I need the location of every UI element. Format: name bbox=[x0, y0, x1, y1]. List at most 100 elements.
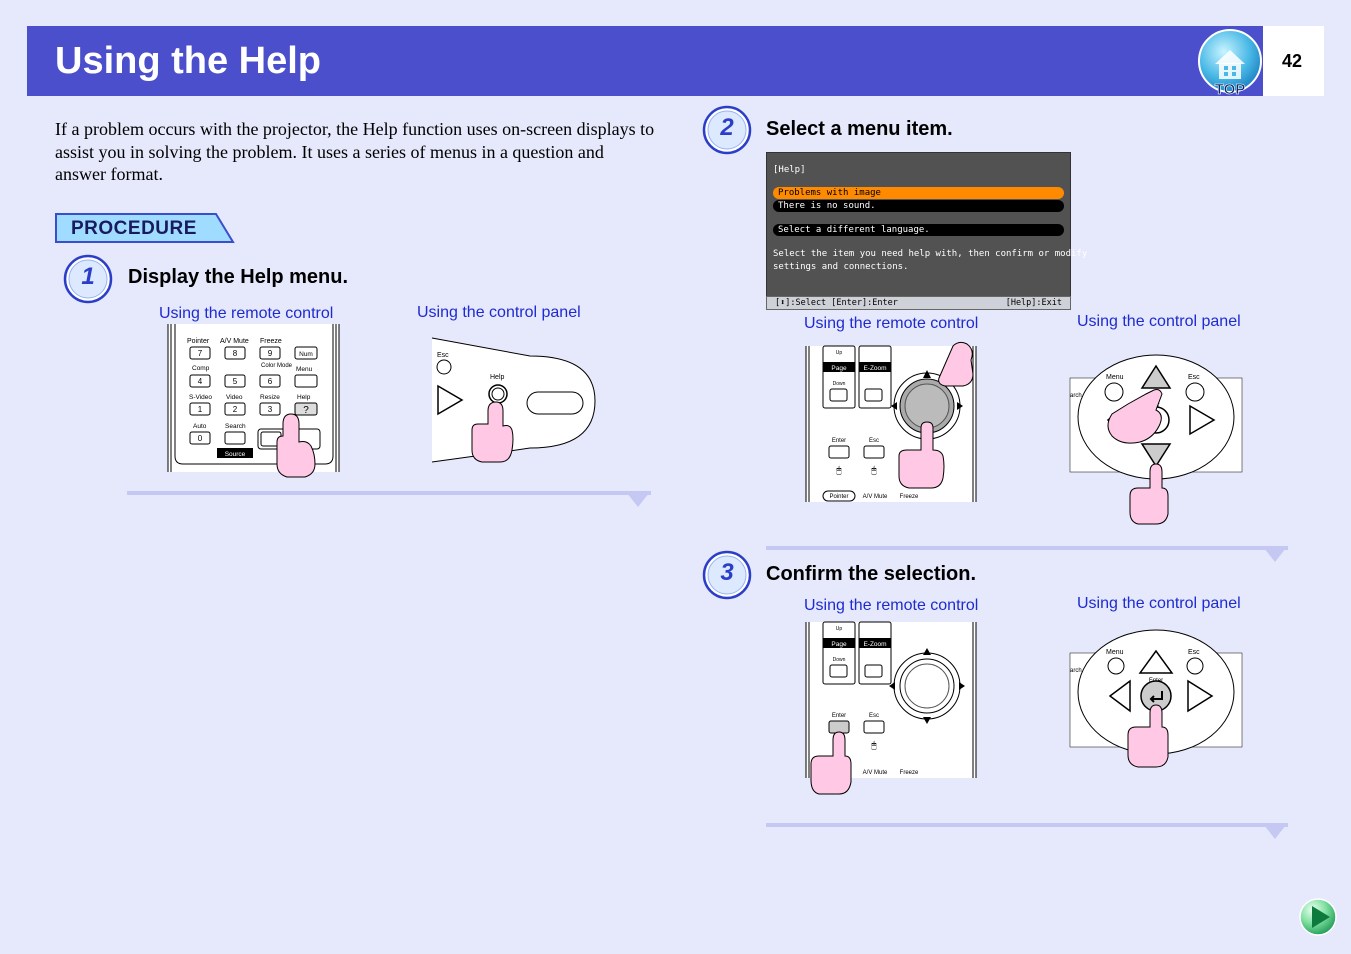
svg-text:Video: Video bbox=[226, 394, 243, 401]
help-menu-heading: [Help] bbox=[773, 165, 806, 175]
svg-text:Up: Up bbox=[836, 626, 843, 632]
procedure-label: PROCEDURE bbox=[71, 218, 197, 239]
svg-text:Auto: Auto bbox=[193, 423, 207, 430]
step-2-panel-link[interactable]: Using the control panel bbox=[1077, 313, 1241, 330]
intro-paragraph: If a problem occurs with the projector, … bbox=[55, 119, 655, 184]
step-3-badge bbox=[702, 550, 752, 600]
help-menu-item-2[interactable]: There is no sound. bbox=[778, 201, 876, 211]
svg-text:Page: Page bbox=[831, 641, 847, 648]
svg-text:0: 0 bbox=[198, 434, 203, 443]
status-right: [Help]:Exit bbox=[1005, 298, 1062, 308]
status-left: [⬍]:Select [Enter]:Enter bbox=[775, 298, 898, 308]
svg-text:8: 8 bbox=[233, 349, 238, 358]
svg-text:Freeze: Freeze bbox=[900, 494, 919, 500]
step-1-badge bbox=[63, 254, 113, 304]
page-number-box bbox=[1263, 26, 1324, 96]
help-menu-screen: [Help] Problems with image There is no s… bbox=[766, 152, 1087, 310]
step-3-title: Confirm the selection. bbox=[766, 563, 977, 585]
step-2-divider bbox=[766, 546, 1288, 562]
svg-text:arch: arch bbox=[1070, 668, 1082, 674]
svg-text:4: 4 bbox=[198, 377, 203, 386]
next-page-arrow-icon[interactable] bbox=[1298, 897, 1338, 937]
help-menu-instruction: Select the item you need help with, then… bbox=[773, 249, 1088, 259]
svg-text:Help: Help bbox=[490, 374, 505, 381]
svg-text:2: 2 bbox=[233, 405, 238, 414]
svg-text:A/V Mute: A/V Mute bbox=[863, 770, 888, 776]
svg-text:Pointer: Pointer bbox=[829, 494, 848, 500]
svg-text:3: 3 bbox=[268, 405, 273, 414]
svg-text:Page: Page bbox=[831, 365, 847, 372]
svg-text:Pointer: Pointer bbox=[187, 338, 210, 345]
svg-text:1: 1 bbox=[198, 405, 203, 414]
svg-text:E-Zoom: E-Zoom bbox=[863, 365, 886, 372]
svg-text:Menu: Menu bbox=[1106, 649, 1124, 656]
step-1-panel-link[interactable]: Using the control panel bbox=[417, 304, 581, 321]
help-item-bar[interactable] bbox=[773, 224, 1064, 236]
svg-text:Menu: Menu bbox=[296, 366, 313, 373]
svg-text:Resize: Resize bbox=[260, 394, 280, 401]
help-menu-item-3[interactable]: Select a different language. bbox=[778, 225, 930, 235]
help-status-bar: [⬍]:Select [Enter]:Enter [Help]:Exit bbox=[766, 296, 1071, 310]
svg-text:S-Video: S-Video bbox=[189, 394, 212, 401]
step-2-remote-illustration: Up Page Down E-Zoom Enter Esc 🖱 🖱 Pointe… bbox=[805, 341, 977, 502]
svg-text:E-Zoom: E-Zoom bbox=[863, 641, 886, 648]
procedure-tag bbox=[55, 213, 235, 243]
svg-text:🖱: 🖱 bbox=[871, 740, 877, 750]
svg-text:🖱: 🖱 bbox=[871, 465, 877, 475]
svg-text:Enter: Enter bbox=[832, 438, 846, 444]
step-1-divider bbox=[127, 491, 651, 507]
help-menu-item-1[interactable]: Problems with image bbox=[778, 188, 881, 198]
svg-text:Num: Num bbox=[299, 351, 313, 358]
svg-text:Comp: Comp bbox=[192, 365, 210, 372]
svg-text:Help: Help bbox=[297, 394, 311, 401]
svg-text:A/V Mute: A/V Mute bbox=[220, 338, 249, 345]
step-3-panel-link[interactable]: Using the control panel bbox=[1077, 595, 1241, 612]
svg-text:Down: Down bbox=[833, 381, 846, 387]
help-menu-instruction: settings and connections. bbox=[773, 262, 909, 272]
svg-text:5: 5 bbox=[233, 377, 238, 386]
step-1-remote-link[interactable]: Using the remote control bbox=[159, 305, 334, 322]
svg-text:arch: arch bbox=[1070, 393, 1082, 399]
svg-text:Esc: Esc bbox=[1188, 374, 1200, 381]
help-item-bar[interactable] bbox=[773, 200, 1064, 212]
svg-text:Menu: Menu bbox=[1106, 374, 1124, 381]
svg-text:Search: Search bbox=[225, 423, 246, 430]
top-home-icon[interactable]: TOP bbox=[1197, 28, 1263, 96]
svg-text:Esc: Esc bbox=[869, 438, 879, 444]
svg-text:🖱: 🖱 bbox=[836, 465, 842, 475]
step-1-number: 1 bbox=[81, 263, 95, 290]
step-2-title: Select a menu item. bbox=[766, 118, 953, 140]
step-1-remote-illustration: Pointer A/V Mute Freeze 7 8 9 Num Comp C… bbox=[167, 324, 340, 478]
svg-text:Down: Down bbox=[833, 657, 846, 663]
step-3-remote-link[interactable]: Using the remote control bbox=[804, 597, 979, 614]
svg-text:Esc: Esc bbox=[437, 352, 449, 359]
step-3-remote-illustration: Up Page Down E-Zoom Enter Esc 🖱 A/V Mute… bbox=[805, 621, 977, 795]
svg-text:Color Mode: Color Mode bbox=[261, 363, 293, 369]
step-3-divider bbox=[766, 823, 1288, 839]
svg-text:Source: Source bbox=[225, 451, 246, 458]
svg-text:Freeze: Freeze bbox=[260, 338, 282, 345]
step-1-panel-illustration: Esc Help bbox=[431, 337, 596, 463]
svg-text:7: 7 bbox=[198, 349, 203, 358]
page-header: Using the Help bbox=[27, 26, 1263, 96]
page-title: Using the Help bbox=[55, 40, 322, 82]
svg-text:Esc: Esc bbox=[1188, 649, 1200, 656]
svg-text:Enter: Enter bbox=[832, 713, 846, 719]
step-2-panel-illustration: Menu Esc arch ter bbox=[1069, 354, 1243, 525]
page-number: 42 bbox=[1282, 51, 1303, 71]
step-2-badge bbox=[702, 105, 752, 155]
help-item-bar-selected[interactable] bbox=[773, 187, 1064, 199]
step-3-number: 3 bbox=[720, 559, 734, 586]
svg-text:6: 6 bbox=[268, 377, 273, 386]
step-1-title: Display the Help menu. bbox=[128, 266, 349, 288]
step-2-remote-link[interactable]: Using the remote control bbox=[804, 315, 979, 332]
svg-text:Freeze: Freeze bbox=[900, 770, 919, 776]
svg-text:Esc: Esc bbox=[869, 713, 879, 719]
top-label: TOP bbox=[1215, 81, 1246, 96]
step-2-number: 2 bbox=[720, 114, 734, 141]
step-3-panel-illustration: Menu Esc arch Enter bbox=[1069, 629, 1243, 768]
svg-text:Up: Up bbox=[836, 350, 843, 356]
svg-text:A/V Mute: A/V Mute bbox=[863, 494, 888, 500]
svg-text:?: ? bbox=[303, 405, 309, 416]
svg-text:9: 9 bbox=[268, 349, 273, 358]
